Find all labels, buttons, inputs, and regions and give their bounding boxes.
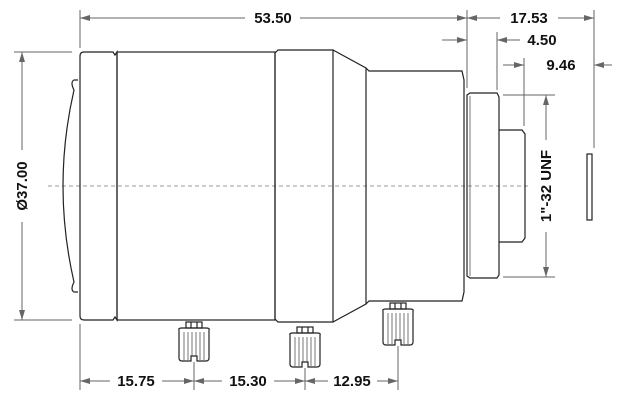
lens-body xyxy=(62,49,593,323)
dim-diameter: Ø37.00 xyxy=(14,52,31,320)
dim-label-overall-length: 53.50 xyxy=(254,10,292,27)
knob-1 xyxy=(178,321,210,362)
dim-knob3-offset: 12.95 xyxy=(305,373,398,390)
dim-label-diameter: Ø37.00 xyxy=(14,161,31,210)
front-lens-curve xyxy=(62,79,78,293)
dim-label-flange-offset: 4.50 xyxy=(527,32,556,49)
dim-label-knob1-offset: 15.75 xyxy=(117,373,155,390)
dim-label-knob3-offset: 12.95 xyxy=(333,373,371,390)
dim-label-back-length: 17.53 xyxy=(510,10,548,27)
knob-3 xyxy=(382,302,414,346)
dim-knob2-offset: 15.30 xyxy=(194,373,305,390)
taper-section xyxy=(332,49,367,323)
dim-label-mount-thread: 1"-32 UNF xyxy=(538,150,555,222)
rear-section xyxy=(365,67,465,305)
dim-label-knob2-offset: 15.30 xyxy=(229,373,267,390)
c-mount-flange xyxy=(466,92,500,279)
mount-thread xyxy=(499,129,526,243)
dim-mount-thread: 1"-32 UNF xyxy=(538,95,555,277)
dim-thread-length: 9.46 xyxy=(503,57,612,74)
dim-flange-offset: 4.50 xyxy=(442,32,557,49)
dim-label-thread-length: 9.46 xyxy=(546,57,575,74)
dim-back-length: 17.53 xyxy=(467,10,594,27)
dim-overall-length: 53.50 xyxy=(80,10,467,27)
filter-plate xyxy=(586,153,593,221)
dim-knob1-offset: 15.75 xyxy=(80,373,194,390)
knob-2 xyxy=(289,326,321,368)
